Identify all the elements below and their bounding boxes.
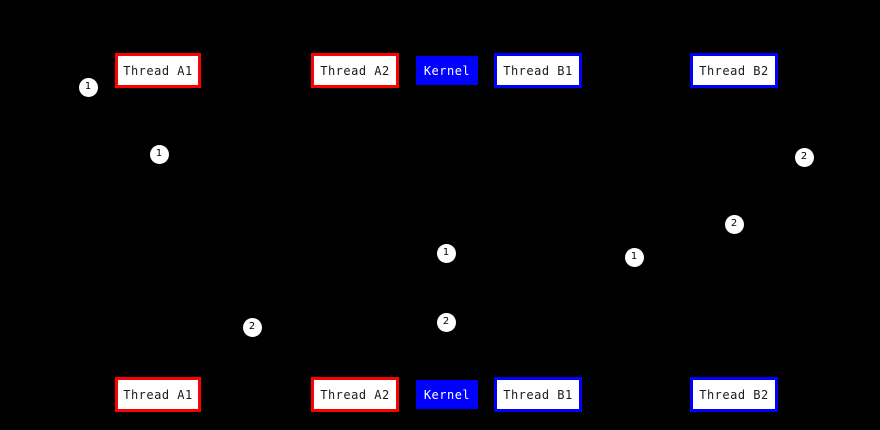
lifeline-thread-b1 [538, 88, 539, 377]
participant-label: Thread B2 [699, 63, 769, 78]
sequence-marker-label: 2 [730, 218, 738, 229]
participant-box-top-kernel[interactable]: Kernel [416, 56, 478, 85]
lifeline-thread-a1 [158, 88, 159, 377]
lifeline-stub-top-kernel [447, 83, 448, 89]
participant-box-top-thread-b1[interactable]: Thread B1 [494, 53, 582, 88]
sequence-marker-label: 2 [442, 316, 450, 327]
lifeline-stub-top-thread-b2 [734, 86, 735, 92]
participant-box-bottom-thread-b1[interactable]: Thread B1 [494, 377, 582, 412]
participant-box-bottom-thread-b2[interactable]: Thread B2 [690, 377, 778, 412]
participant-box-top-thread-a2[interactable]: Thread A2 [311, 53, 399, 88]
participant-label: Thread A1 [123, 63, 193, 78]
lifeline-kernel [447, 85, 448, 380]
lifeline-stub-bottom-thread-a1 [158, 373, 159, 379]
participant-label: Thread B1 [503, 63, 573, 78]
sequence-marker-1: 1 [149, 144, 169, 164]
sequence-marker-2: 2 [724, 214, 744, 234]
participant-box-bottom-kernel[interactable]: Kernel [416, 380, 478, 409]
lifeline-stub-top-thread-a1 [158, 86, 159, 92]
sequence-marker-label: 1 [442, 247, 450, 258]
sequence-marker-label: 1 [155, 148, 163, 159]
participant-label: Thread A2 [320, 63, 390, 78]
sequence-marker-label: 1 [630, 251, 638, 262]
participant-box-bottom-thread-a2[interactable]: Thread A2 [311, 377, 399, 412]
lifeline-stub-bottom-thread-b2 [734, 373, 735, 379]
participant-label: Kernel [423, 63, 471, 78]
participant-label: Thread B1 [503, 387, 573, 402]
sequence-marker-2: 2 [242, 317, 262, 337]
participant-box-top-thread-a1[interactable]: Thread A1 [115, 53, 201, 88]
lifeline-stub-top-thread-a2 [355, 86, 356, 92]
participant-box-top-thread-b2[interactable]: Thread B2 [690, 53, 778, 88]
lifeline-stub-bottom-thread-b1 [538, 373, 539, 379]
participant-label: Thread A2 [320, 387, 390, 402]
participant-label: Thread A1 [123, 387, 193, 402]
sequence-marker-1: 1 [624, 247, 644, 267]
participant-box-bottom-thread-a1[interactable]: Thread A1 [115, 377, 201, 412]
lifeline-thread-a2 [355, 88, 356, 377]
sequence-marker-label: 2 [248, 321, 256, 332]
participant-label: Kernel [423, 387, 471, 402]
lifeline-stub-bottom-kernel [447, 376, 448, 382]
participant-label: Thread B2 [699, 387, 769, 402]
sequence-marker-2: 2 [436, 312, 456, 332]
lifeline-stub-bottom-thread-a2 [355, 373, 356, 379]
sequence-marker-1: 1 [436, 243, 456, 263]
sequence-marker-label: 2 [800, 151, 808, 162]
sequence-marker-1: 1 [78, 77, 98, 97]
sequence-marker-label: 1 [84, 81, 92, 92]
sequence-marker-2: 2 [794, 147, 814, 167]
lifeline-stub-top-thread-b1 [538, 86, 539, 92]
